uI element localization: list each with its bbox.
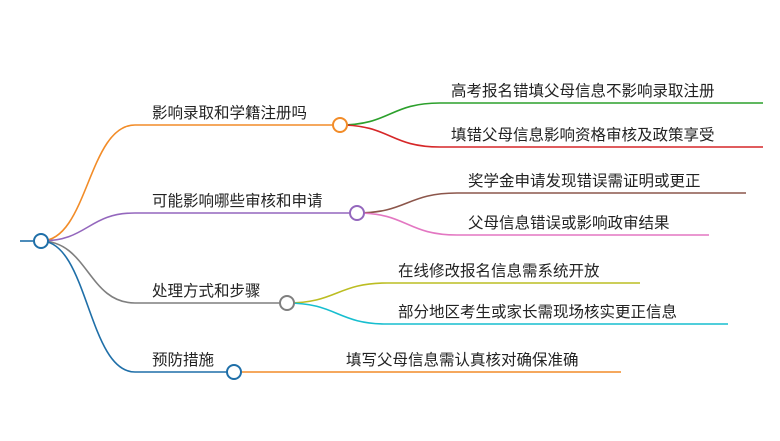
edge-root-branch-2: [40, 212, 357, 242]
branch-label-admission: 影响录取和学籍注册吗: [152, 104, 308, 122]
leaf-label-no-impact: 高考报名错填父母信息不影响录取注册: [451, 82, 715, 100]
leaf-label-political-review: 父母信息错误或影响政审结果: [468, 214, 670, 232]
leaf-label-check-carefully: 填写父母信息需认真核对确保准确: [346, 351, 579, 369]
leaf-label-onsite-verify: 部分地区考生或家长需现场核实更正信息: [398, 303, 678, 321]
edge-root-branch-3: [40, 240, 287, 304]
branch-node-4[interactable]: [226, 364, 242, 380]
leaf-label-qualification: 填错父母信息影响资格审核及政策享受: [451, 126, 715, 144]
branch-node-3[interactable]: [279, 295, 295, 311]
leaf-label-online-edit: 在线修改报名信息需系统开放: [398, 262, 600, 280]
leaf-label-scholarship: 奖学金申请发现错误需证明或更正: [468, 172, 701, 190]
branch-label-reviews: 可能影响哪些审核和申请: [152, 192, 323, 210]
branch-label-prevention: 预防措施: [152, 351, 215, 369]
branch-label-handling: 处理方式和步骤: [152, 282, 261, 300]
branch-node-2[interactable]: [349, 205, 365, 221]
edge-branch-1-child-2: [339, 124, 763, 148]
edge-root-branch-4: [40, 240, 234, 373]
edge-branch-2-child-2: [356, 212, 709, 236]
branch-node-1[interactable]: [332, 117, 348, 133]
edge-branch-3-child-2: [286, 302, 728, 325]
root-node[interactable]: [33, 233, 49, 249]
edge-branch-2-child-1: [356, 192, 746, 214]
edge-branch-3-child-1: [286, 282, 640, 304]
edge-branch-1-child-1: [339, 102, 763, 126]
edge-root-branch-1: [40, 124, 340, 242]
